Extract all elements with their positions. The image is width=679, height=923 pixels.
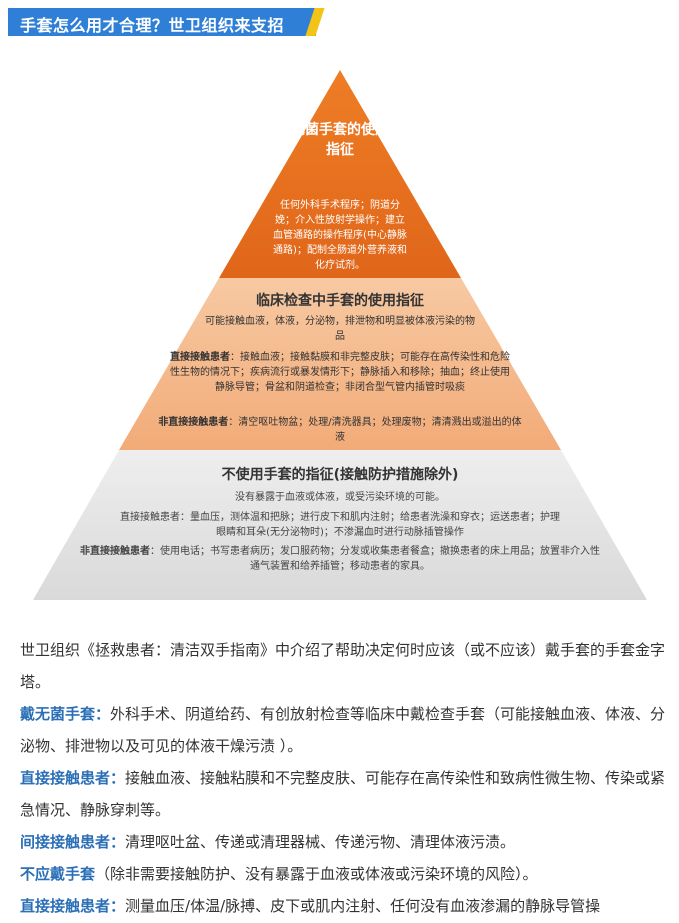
pyramid-tier-examination (119, 278, 561, 450)
tier3-subtitle: 没有暴露于血液或体液，或受污染环境的可能。 (235, 492, 445, 503)
item-label: 直接接触患者： (20, 769, 126, 787)
tier2-indirect-contact: 非直接接触患者：清空呕吐物盆；处理/清洗器具；处理废物；清清溅出或溢出的体液 (155, 415, 525, 445)
tier2-subtitle: 可能接触血液，体液，分泌物，排泄物和明显被体液污染的物品 (205, 316, 475, 342)
item-label: 间接接触患者： (20, 833, 126, 851)
tier3-indirect-label: 非直接接触患者 (80, 546, 150, 557)
item-label: 直接接触患者： (20, 897, 126, 915)
item-label: 戴无菌手套： (20, 705, 111, 723)
header-bar: 手套怎么用才合理？世卫组织来支招 (8, 8, 325, 36)
tier3-indirect-contact: 非直接接触患者：使用电话；书写患者病历；发口服药物；分发或收集患者餐盒；撤换患者… (80, 544, 600, 574)
item-text: 接触血液、接触粘膜和不完整皮肤、可能存在高传染性和致病性微生物、传染或紧急情况、… (20, 769, 666, 819)
header-accent (305, 8, 325, 36)
tier2-direct-label: 直接接触患者 (170, 352, 230, 363)
article-item-indirect-contact: 间接接触患者：清理呕吐盆、传递或清理器械、传递污物、清理体液污渍。 (20, 826, 670, 858)
tier3-indirect-text: ：使用电话；书写患者病历；发口服药物；分发或收集患者餐盒；撤换患者的床上用品；放… (150, 546, 600, 572)
pyramid-graphic (33, 70, 647, 600)
tier3-direct-label: 直接接触患者 (120, 512, 180, 523)
tier2-direct-text: ：接触血液；接触黏膜和非完整皮肤；可能存在高传染性和危险性生物的情况下；疾病流行… (170, 352, 510, 393)
header-title: 手套怎么用才合理？世卫组织来支招 (20, 16, 285, 35)
tier2-title: 临床检查中手套的使用指征 (256, 293, 424, 309)
tier3-direct-text: ：量血压，测体温和把脉；进行皮下和肌内注射；给患者洗澡和穿衣；运送患者；护理眼睛… (180, 512, 560, 538)
item-text: 测量血压/体温/脉搏、皮下或肌内注射、任何没有血液渗漏的静脉导管操 (125, 897, 601, 915)
tier1-title: 无菌手套的使用指征 (291, 122, 389, 158)
article-intro: 世卫组织《拯救患者：清洁双手指南》中介绍了帮助决定何时应该（或不应该）戴手套的手… (20, 641, 666, 691)
tier3-title: 不使用手套的指征(接触防护措施除外) (221, 467, 459, 483)
article-item-direct-contact-no-gloves: 直接接触患者：测量血压/体温/脉搏、皮下或肌内注射、任何没有血液渗漏的静脉导管操 (20, 890, 670, 922)
glove-pyramid: 无菌手套的使用指征 任何外科手术程序；阴道分娩；介入性放射学操作；建立血管通路的… (0, 60, 679, 610)
item-text: 清理呕吐盆、传递或清理器械、传递污物、清理体液污渍。 (125, 833, 516, 851)
tier2-indirect-label: 非直接接触患者 (158, 417, 229, 428)
article-body: 世卫组织《拯救患者：清洁双手指南》中介绍了帮助决定何时应该（或不应该）戴手套的手… (20, 634, 670, 922)
pyramid-tier-no-gloves (33, 450, 647, 600)
article-item-no-gloves: 不应戴手套（除非需要接触防护、没有暴露于血液或体液或污染环境的风险）。 (20, 858, 670, 890)
item-text: 外科手术、阴道给药、有创放射检查等临床中戴检查手套（可能接触血液、体液、分泌物、… (20, 705, 666, 755)
tier3-direct-contact: 直接接触患者：量血压，测体温和把脉；进行皮下和肌内注射；给患者洗澡和穿衣；运送患… (120, 510, 560, 540)
tier1-body: 任何外科手术程序；阴道分娩；介入性放射学操作；建立血管通路的操作程序(中心静脉通… (273, 200, 407, 271)
item-text: （除非需要接触防护、没有暴露于血液或体液或污染环境的风险）。 (95, 865, 538, 883)
pyramid-tier-sterile (219, 70, 461, 278)
article-item-direct-contact: 直接接触患者：接触血液、接触粘膜和不完整皮肤、可能存在高传染性和致病性微生物、传… (20, 762, 670, 826)
tier2-indirect-text: ：清空呕吐物盆；处理/清洗器具；处理废物；清清溅出或溢出的体液 (228, 417, 522, 443)
item-label: 不应戴手套 (20, 865, 96, 883)
article-item-sterile: 戴无菌手套：外科手术、阴道给药、有创放射检查等临床中戴检查手套（可能接触血液、体… (20, 698, 670, 762)
tier2-direct-contact: 直接接触患者：接触血液；接触黏膜和非完整皮肤；可能存在高传染性和危险性生物的情况… (170, 350, 510, 395)
